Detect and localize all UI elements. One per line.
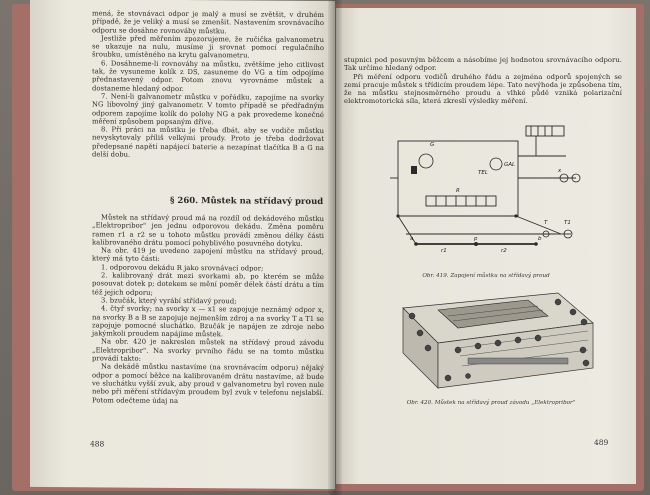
- circuit-diagram: G GAL TEL R x r1 r2 a b p T T1: [390, 125, 581, 254]
- diagram-label: r1: [441, 248, 447, 254]
- book-gutter-shadow: [328, 0, 342, 495]
- left-top-text: mená, že stovnávaci odpor je malý a musí…: [92, 9, 324, 160]
- left-page: mená, že stovnávaci odpor je malý a musí…: [30, 0, 335, 490]
- diagram-label: p: [473, 236, 478, 242]
- paragraph: Na dekádě můstku nastavíme (na srovnávac…: [92, 362, 324, 405]
- paragraph: 6. Dosáhneme-li rovnováhy na můstku, zvě…: [92, 59, 324, 93]
- figure-caption: Obr. 420. Můstek na střídavý proud závod…: [406, 400, 576, 406]
- diagram-label: TEL: [478, 170, 488, 176]
- left-body-text: Můstek na střídavý proud má na rozdíl od…: [92, 213, 324, 405]
- diagram-label: G: [430, 142, 434, 148]
- paragraph: Při měření odporu vodičů druhého řádu a …: [344, 72, 622, 106]
- paragraph: stupnici pod posuvným běžcem a násobíme …: [344, 56, 622, 73]
- paragraph: mená, že stovnávaci odpor je malý a musí…: [92, 9, 324, 35]
- paragraph: Můstek na střídavý proud má na rozdíl od…: [92, 213, 324, 248]
- section-heading: § 260. Můstek na střídavý proud: [170, 195, 324, 207]
- figure-caption: Obr. 419. Zapojení můstku na střídavý pr…: [422, 273, 550, 279]
- list-item: 4. čtyř svorky; na svorky x — x1 se zapo…: [92, 304, 324, 339]
- diagram-label: R: [456, 188, 460, 194]
- paragraph: Jestliže před měřením zpozorujeme, že ru…: [92, 34, 324, 60]
- right-page: stupnici pod posuvným běžcem a násobíme …: [336, 8, 636, 484]
- diagram-label: GAL: [504, 162, 515, 168]
- paragraph: 7. Není-li galvanometr můstku v pořádku,…: [92, 92, 324, 127]
- bridge-device-illustration: [402, 292, 594, 389]
- diagram-label: a: [410, 236, 414, 242]
- diagram-label: T: [544, 220, 548, 226]
- diagram-label: r2: [501, 248, 507, 254]
- page-number: 489: [594, 438, 609, 447]
- paragraph: Na obr. 419 je uvedeno zapojení můstku n…: [92, 246, 324, 264]
- right-top-text: stupnici pod posuvným běžcem a násobíme …: [344, 56, 622, 106]
- list-item: 2. kalibrovaný drát mezi svorkami ab, po…: [92, 271, 324, 297]
- paragraph: Na obr. 420 je nakreslen můstek na stříd…: [92, 337, 324, 363]
- paragraph: 8. Při práci na můstku je třeba dbát, ab…: [92, 125, 324, 159]
- diagram-label: b: [538, 236, 542, 242]
- page-number: 488: [90, 439, 105, 449]
- diagram-label: T1: [564, 220, 571, 226]
- diagram-label: x: [557, 168, 562, 174]
